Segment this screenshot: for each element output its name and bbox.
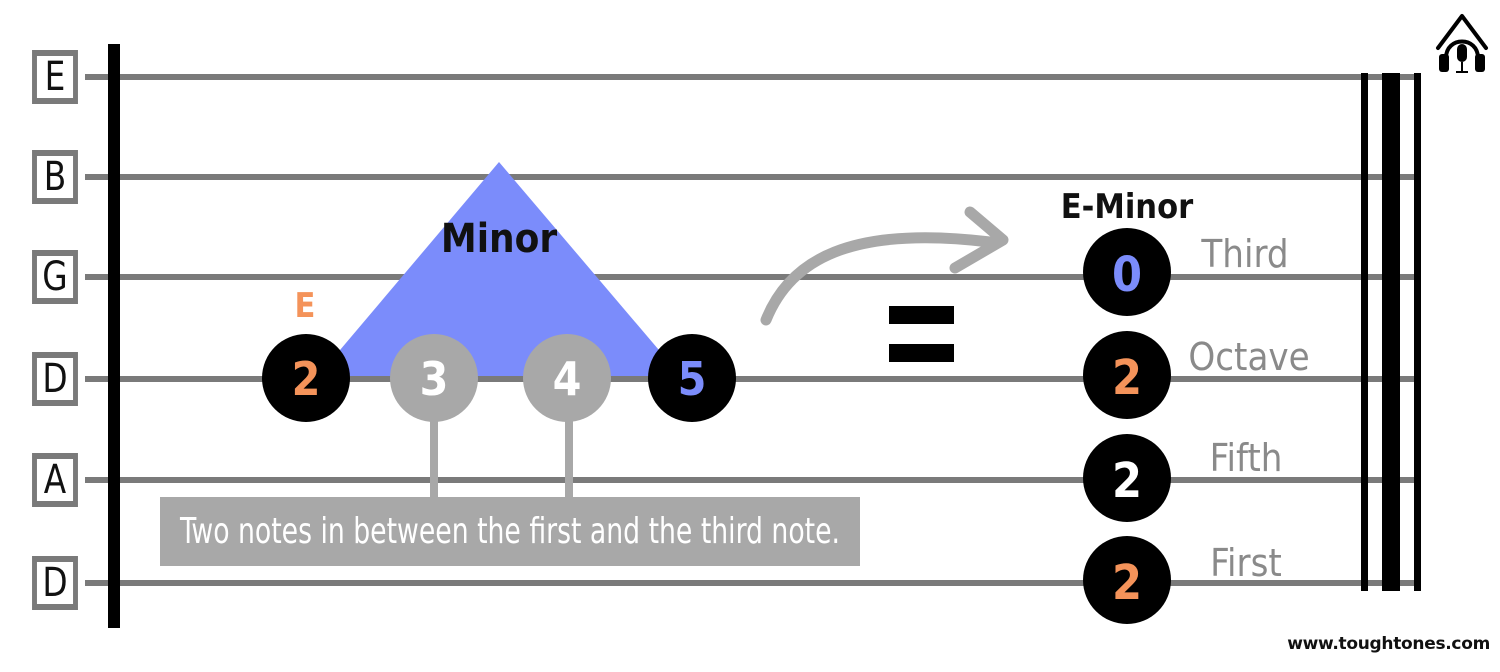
svg-text:2: 2 bbox=[1112, 453, 1142, 509]
string-label-g: G bbox=[32, 250, 78, 304]
svg-text:2: 2 bbox=[1112, 555, 1142, 611]
left-barline bbox=[108, 44, 120, 628]
minor-label: Minor bbox=[441, 216, 557, 262]
end-barline-thin-left bbox=[1361, 73, 1368, 591]
pattern-note-1: 2 bbox=[262, 334, 350, 422]
chord-note-first: 2 bbox=[1083, 536, 1171, 624]
chord-title: E-Minor bbox=[1061, 187, 1194, 227]
svg-text:0: 0 bbox=[1112, 247, 1142, 303]
string-label-d-low: D bbox=[32, 556, 78, 610]
svg-text:3: 3 bbox=[420, 352, 449, 406]
string-label-d: D bbox=[32, 352, 78, 406]
interval-label-first: First bbox=[1210, 541, 1282, 585]
root-note-label: E bbox=[295, 286, 316, 326]
string-label-b: B bbox=[32, 150, 78, 204]
string-label-e-high: E bbox=[32, 50, 78, 104]
pattern-note-2: 3 bbox=[390, 334, 478, 422]
end-barline-thick bbox=[1382, 73, 1400, 591]
svg-text:4: 4 bbox=[553, 352, 582, 406]
interval-label-fifth: Fifth bbox=[1210, 436, 1283, 480]
interval-label-third: Third bbox=[1200, 232, 1288, 276]
chord-note-third: 0 bbox=[1083, 228, 1171, 316]
pattern-note-4: 5 bbox=[648, 334, 736, 422]
end-barline-thin-right bbox=[1414, 73, 1421, 591]
interval-label-octave: Octave bbox=[1188, 335, 1309, 379]
website-url: www.toughtones.com bbox=[1287, 634, 1490, 654]
svg-text:2: 2 bbox=[1112, 350, 1142, 406]
connector-4 bbox=[565, 400, 573, 500]
minor-triangle bbox=[318, 162, 681, 376]
pattern-note-3: 4 bbox=[523, 334, 611, 422]
svg-text:5: 5 bbox=[678, 352, 707, 406]
string-label-a: A bbox=[32, 453, 78, 507]
chord-note-octave: 2 bbox=[1083, 331, 1171, 419]
connector-3 bbox=[430, 400, 438, 500]
explanation-text: Two notes in between the first and the t… bbox=[179, 511, 840, 552]
svg-text:2: 2 bbox=[292, 352, 321, 406]
house-headphones-icon bbox=[1436, 14, 1488, 73]
chord-note-fifth: 2 bbox=[1083, 434, 1171, 522]
curved-arrow-icon bbox=[760, 206, 1009, 326]
equals-sign bbox=[889, 306, 954, 362]
explanation-box bbox=[160, 497, 860, 566]
